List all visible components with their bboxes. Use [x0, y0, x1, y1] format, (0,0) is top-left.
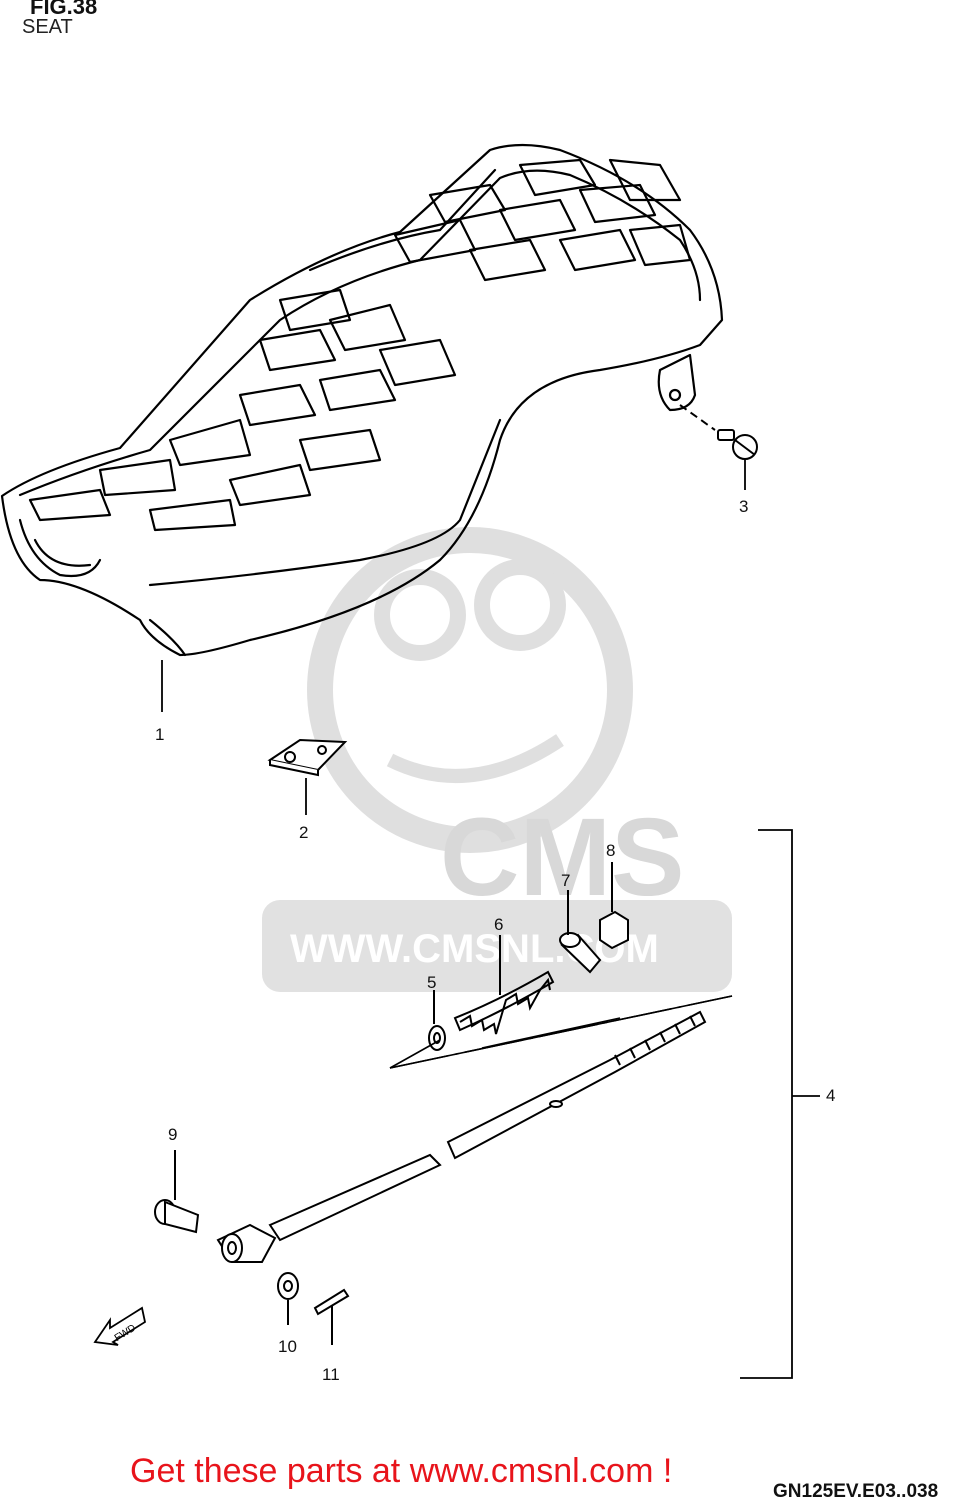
callout-2: 2 — [299, 823, 308, 842]
spring-part — [453, 935, 555, 1035]
seat-part — [0, 143, 724, 657]
callout-6: 6 — [494, 915, 503, 934]
bracket-plate-part — [267, 738, 348, 777]
callout-8: 8 — [606, 841, 615, 860]
nut-part — [599, 862, 629, 950]
buy-parts-link[interactable]: Get these parts at www.cmsnl.com ! — [130, 1452, 673, 1490]
assembly-bracket — [740, 829, 820, 1379]
callout-10: 10 — [278, 1337, 297, 1356]
callout-7: 7 — [561, 871, 570, 890]
fwd-arrow-icon: FWD — [93, 1306, 147, 1346]
callout-11: 11 — [322, 1365, 340, 1384]
watermark-logo-text: CMS — [440, 796, 684, 919]
lock-rod-part — [216, 1010, 707, 1263]
figure-number: FIG.38 — [30, 0, 98, 19]
watermark-mascot-head — [307, 527, 633, 853]
callout-9: 9 — [168, 1125, 177, 1144]
exploded-guide-line — [389, 995, 733, 1069]
callout-4: 4 — [826, 1086, 835, 1105]
pin-part — [154, 1150, 200, 1234]
callout-1: 1 — [155, 725, 164, 744]
callout-5: 5 — [427, 973, 436, 992]
washer-small-part — [277, 1272, 299, 1325]
watermark: CMS WWW.CMSNL.COM — [262, 527, 732, 992]
cotter-pin-part — [313, 1288, 350, 1345]
callout-3: 3 — [739, 497, 748, 516]
bolt-part — [679, 404, 758, 460]
diagram-code: GN125EV.E03..038 — [773, 1481, 939, 1502]
sleeve-part — [559, 890, 602, 974]
figure-title: SEAT — [22, 16, 73, 38]
